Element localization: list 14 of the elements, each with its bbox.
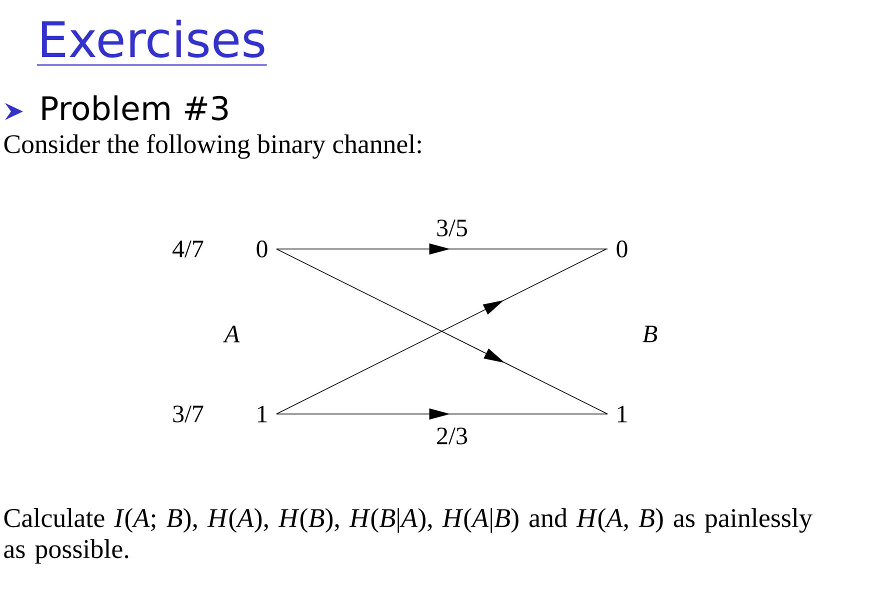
variable-label: A <box>223 326 240 342</box>
title: Exercises <box>37 20 267 66</box>
variable-label: B <box>642 326 658 342</box>
edge-label: 3/5 <box>435 218 469 238</box>
edge-label: 2/3 <box>435 426 469 446</box>
symbol-label: 0 <box>256 240 268 258</box>
symbol-label: 1 <box>618 406 627 422</box>
probability-label: 3/7 <box>173 406 204 422</box>
intro-text: Consider the following binary channel: <box>4 134 421 159</box>
subheading: Problem #3 <box>42 95 228 120</box>
probability-label: 4/7 <box>172 240 204 258</box>
symbol-label: 0 <box>616 240 628 258</box>
symbol-label: 1 <box>258 406 267 422</box>
question-text: Calculate I(A; B), H(A), H(B), H(B|A), H(A|B) and H(A, B) as painlessly as possible. <box>4 508 812 564</box>
